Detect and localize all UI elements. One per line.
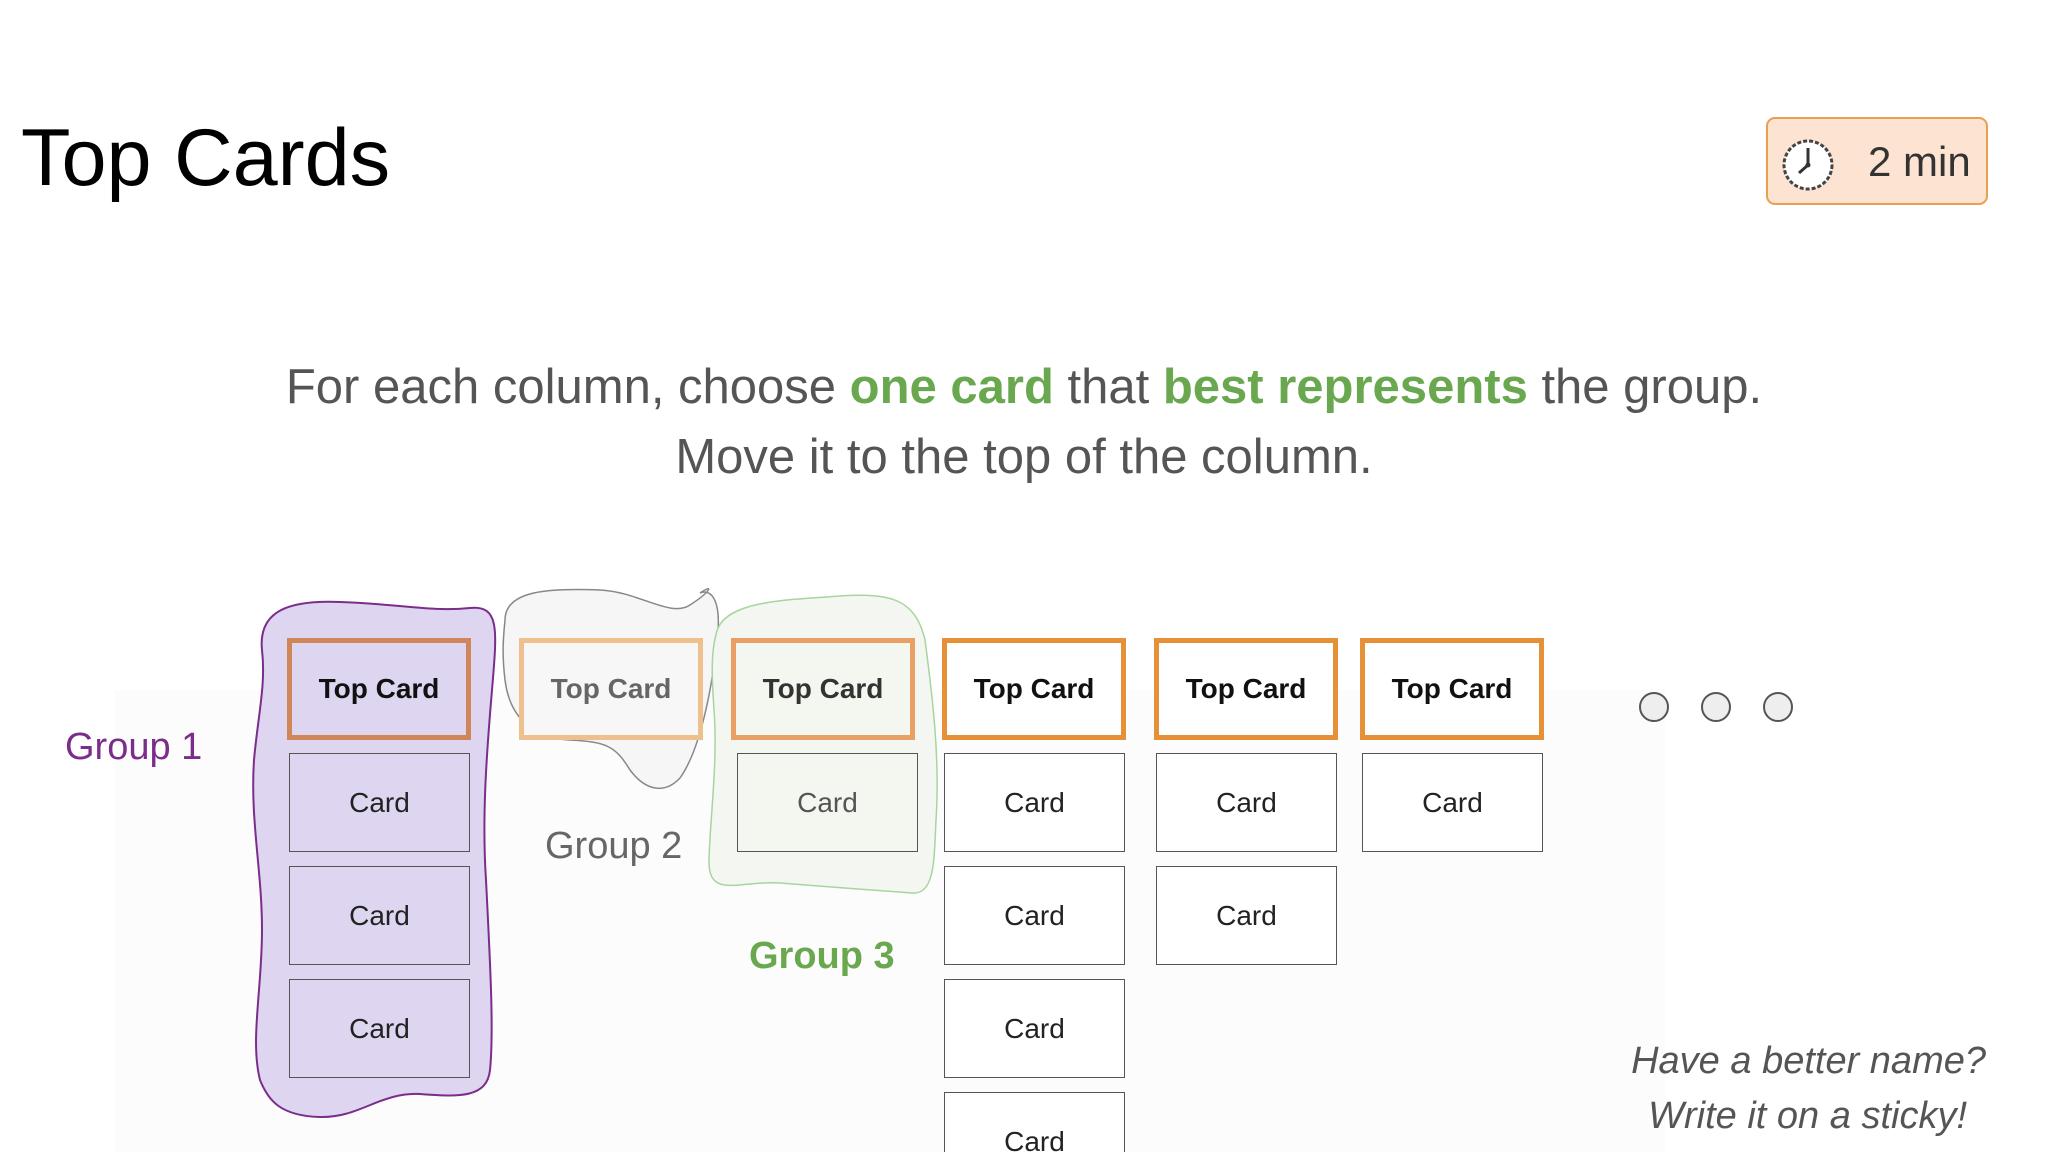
card-column-6-item-1[interactable]: Card	[1362, 753, 1543, 852]
instruction-text: the group.	[1527, 360, 1763, 414]
note-line-1: Have a better name?	[1631, 1040, 1986, 1082]
card-column-4-item-2[interactable]: Card	[944, 866, 1125, 965]
card-column-3-item-1[interactable]: Card	[737, 753, 918, 852]
timer-label: 2 min	[1868, 138, 1971, 185]
card-column-4-item-1[interactable]: Card	[944, 753, 1125, 852]
top-card-column-5[interactable]: Top Card	[1154, 638, 1338, 740]
group3-label[interactable]: Group 3	[749, 935, 895, 977]
instruction-highlight-best-represents: best represents	[1162, 360, 1528, 414]
timer-badge: 2 min	[1766, 117, 1988, 205]
card-column-4-item-4[interactable]: Card	[944, 1092, 1125, 1152]
clock-icon	[1782, 139, 1834, 191]
more-columns-ellipsis-icon	[1639, 692, 1793, 722]
card-column-1-item-1[interactable]: Card	[289, 753, 470, 852]
top-card-column-1[interactable]: Top Card	[287, 638, 471, 740]
card-column-1-item-3[interactable]: Card	[289, 979, 470, 1078]
group1-label[interactable]: Group 1	[65, 726, 203, 768]
instruction-line-2: Move it to the top of the column.	[675, 430, 1373, 484]
top-card-column-2[interactable]: Top Card	[519, 638, 703, 740]
card-column-5-item-2[interactable]: Card	[1156, 866, 1337, 965]
instruction-text: that	[1053, 360, 1163, 414]
instruction-line-1: For each column, choose one card that be…	[0, 363, 2048, 412]
card-column-5-item-1[interactable]: Card	[1156, 753, 1337, 852]
group2-label[interactable]: Group 2	[545, 825, 683, 867]
top-card-column-4[interactable]: Top Card	[942, 638, 1126, 740]
instruction-highlight-one-card: one card	[849, 360, 1054, 414]
note-line-2: Write it on a sticky!	[1648, 1095, 1967, 1137]
top-card-column-6[interactable]: Top Card	[1360, 638, 1544, 740]
card-column-1-item-2[interactable]: Card	[289, 866, 470, 965]
top-card-column-3[interactable]: Top Card	[731, 638, 915, 740]
card-column-4-item-3[interactable]: Card	[944, 979, 1125, 1078]
instruction-text: For each column, choose	[285, 360, 850, 414]
page-title: Top Cards	[21, 113, 391, 203]
